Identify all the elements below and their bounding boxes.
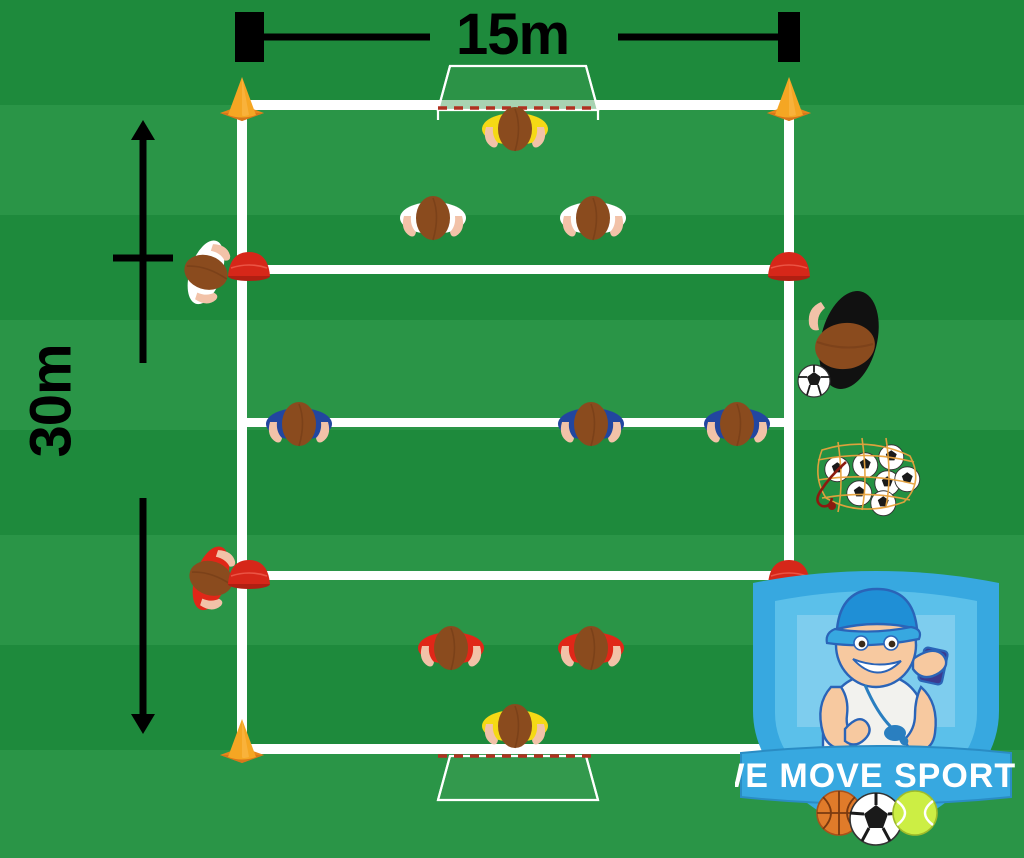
player-blue-3 [704,402,770,447]
ball-bag [816,437,921,517]
dome-cone-lower-left [228,560,270,589]
dimension-arrow-width [235,12,800,62]
dimension-label-width: 15m [456,2,570,67]
cone-bottom-left [220,719,264,763]
soccer-ball-icon [797,364,831,398]
player-blue-1 [266,402,332,447]
logo-soccerball [849,792,903,846]
cone-top-right [767,77,811,121]
player-red-1 [418,626,484,671]
dome-cone-upper-left [228,252,270,281]
player-blue-2 [558,402,624,447]
brand-logo[interactable]: WE MOVE SPORTS [735,563,1017,851]
cross-line-lower [237,571,794,580]
grass-stripe [0,0,1024,105]
dimension-arrow-length [113,120,173,734]
right-sideline [784,100,794,754]
logo-tennisball [892,790,938,836]
bottom-goal-line [237,744,794,754]
player-white-left [184,240,231,305]
cone-top-left [220,77,264,121]
dimension-label-length: 30m [18,344,84,458]
brand-name: WE MOVE SPORTS [735,757,1017,795]
dome-cone-upper-right [768,252,810,281]
left-sideline [237,100,247,754]
player-gk-top [482,107,548,152]
cross-line-upper [237,265,794,274]
player-white-2 [560,196,626,241]
player-red-2 [558,626,624,671]
goal-bottom [436,754,600,802]
cross-line-middle [237,418,794,427]
player-red-left [189,546,236,611]
player-gk-bottom [482,704,548,749]
logo-banner [740,745,1012,805]
coach-figure [797,291,879,398]
top-goal-line [237,100,794,110]
player-white-1 [400,196,466,241]
